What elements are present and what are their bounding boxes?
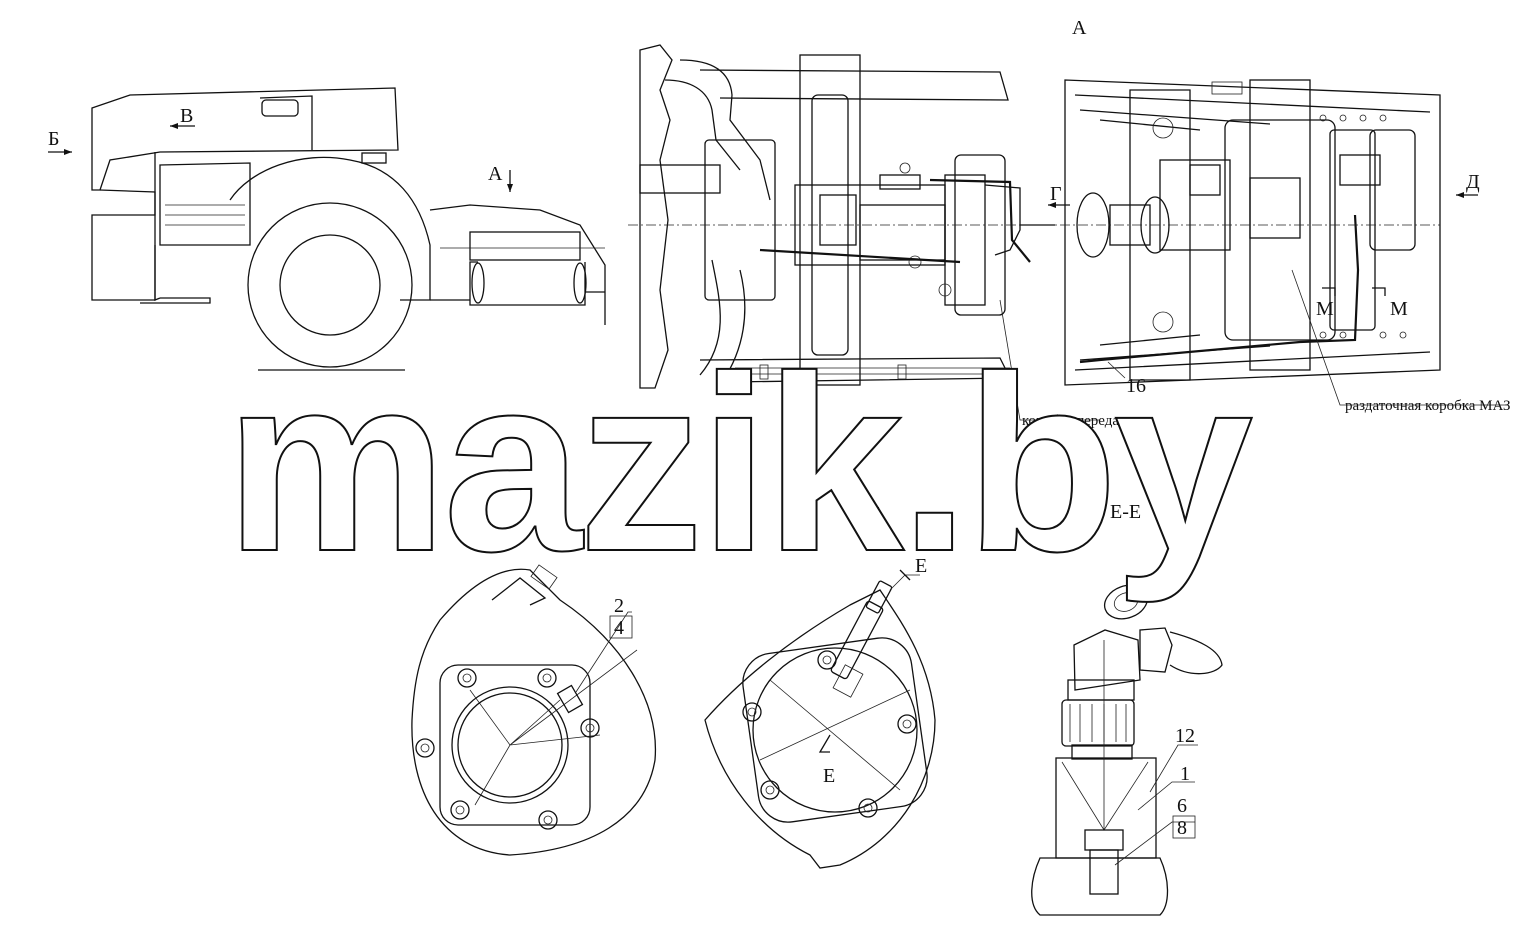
arrow-v-label: В [180,105,193,127]
section-ee-title: Е-Е [1110,501,1141,523]
position-8-box [1172,815,1196,839]
view-a-title: А [1072,17,1087,39]
position-4-box [609,615,633,639]
cut-e-bottom-label: Е [823,765,835,787]
section-m-left-label: М [1316,298,1334,320]
position-10: 10 [1168,541,1188,563]
arrow-a-label: А [488,163,503,185]
position-8: 8 [1177,817,1187,839]
view-a-center-frame [628,44,1100,421]
truck-side-view [91,87,606,371]
view-a-right-frame [1060,79,1508,406]
view-a-arrows [1048,192,1478,296]
view-g-drawing [411,564,657,856]
view-g-title: Г [536,511,548,533]
position-2: 2 [614,595,624,617]
position-12: 12 [1175,725,1195,747]
watermark: mazik.by [225,324,1252,603]
position-16: 16 [1126,375,1146,397]
view-arrows-side [48,123,513,192]
view-d-drawing [704,569,936,869]
position-4: 4 [614,617,624,639]
position-1: 1 [1180,763,1190,785]
section-ee-drawing [1031,564,1223,916]
arrow-d-label: Д [1466,171,1480,193]
position-6: 6 [1177,795,1187,817]
arrow-g-label: Г [1050,183,1062,205]
section-m-right-label: М [1390,298,1408,320]
callout-transfer-case: раздаточная коробка МАЗ [1345,398,1511,414]
cut-e-top-label: Е [915,555,927,577]
view-d-title: Д [866,503,880,525]
arrow-b-label: Б [48,128,59,150]
callout-gearbox: коробка передач [1022,413,1126,429]
